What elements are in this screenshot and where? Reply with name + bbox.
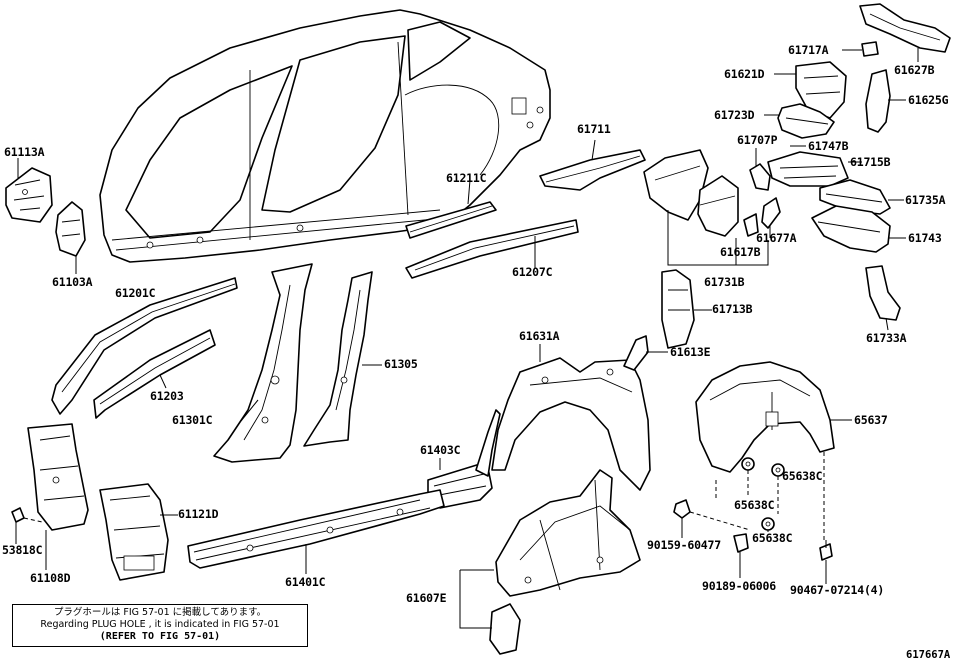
label-61723D: 61723D	[714, 108, 755, 122]
wheelhouse-61631A-drawing	[491, 344, 651, 491]
part-61627B-drawing	[859, 3, 951, 62]
label-65638C-2: 65638C	[782, 469, 823, 483]
label-65638C-1: 65638C	[734, 498, 775, 512]
roof-rail-61201C-drawing	[51, 277, 238, 415]
wheelhouse-61607E-drawing	[459, 469, 641, 655]
label-61715B: 61715B	[850, 155, 891, 169]
fasteners-drawing	[673, 457, 833, 584]
label-61677A: 61677A	[756, 231, 797, 245]
label-61607E: 61607E	[406, 591, 447, 605]
label-61627B: 61627B	[894, 63, 935, 77]
sill-61401C-drawing	[187, 489, 445, 574]
label-61731B: 61731B	[704, 275, 745, 289]
label-61617B: 61617B	[720, 245, 761, 259]
side-outer-panel-drawing	[99, 9, 551, 263]
label-61747B: 61747B	[808, 139, 849, 153]
pillar-61305-drawing	[303, 271, 382, 447]
label-61203: 61203	[150, 389, 184, 403]
part-61743-drawing	[811, 205, 906, 253]
liner-65637-drawing	[695, 361, 852, 540]
brackets-right-upper-drawing	[743, 145, 862, 238]
label-61121D: 61121D	[178, 507, 219, 521]
rail-61207C-drawing	[405, 219, 579, 279]
part-61723D-drawing	[764, 103, 835, 139]
bracket-61113A-drawing	[5, 158, 53, 223]
part-61621D-drawing	[774, 61, 847, 119]
bracket-61613E-drawing	[623, 335, 668, 371]
label-61301C: 61301C	[172, 413, 213, 427]
label-61211C: 61211C	[446, 171, 487, 185]
label-61625G: 61625G	[908, 93, 949, 107]
panel-61731B-drawing	[643, 149, 769, 266]
label-61733A: 61733A	[866, 331, 907, 345]
pillar-61121D-drawing	[99, 483, 178, 581]
figure-id: 617667A	[906, 649, 951, 661]
plug-hole-note: プラグホールは FIG 57-01 に掲載してあります。 Regarding P…	[12, 604, 308, 647]
label-61108D: 61108D	[30, 571, 71, 585]
label-61735A: 61735A	[905, 193, 946, 207]
label-61631A: 61631A	[519, 329, 560, 343]
pillar-61301C-drawing	[213, 263, 313, 463]
part-61717A-drawing	[842, 41, 879, 57]
label-61713B: 61713B	[712, 302, 753, 316]
label-61305: 61305	[384, 357, 418, 371]
label-90467-07214: 90467-07214(4)	[790, 583, 885, 597]
clip-53818C-drawing	[11, 507, 43, 544]
label-61743: 61743	[908, 231, 942, 245]
rail-61711-drawing	[539, 139, 646, 191]
part-61733A-drawing	[865, 265, 901, 331]
label-65638C-3: 65638C	[752, 531, 793, 545]
label-65637: 65637	[854, 413, 888, 427]
label-61401C: 61401C	[285, 575, 326, 589]
panel-61713B-drawing	[661, 269, 712, 349]
label-61103A: 61103A	[52, 275, 93, 289]
pillar-61108D-drawing	[27, 423, 89, 570]
note-english: Regarding PLUG HOLE , it is indicated in…	[40, 619, 280, 630]
part-61625G-drawing	[865, 69, 906, 133]
label-90189-06006: 90189-06006	[702, 579, 776, 593]
label-61403C: 61403C	[420, 443, 461, 457]
note-refer: (REFER TO FIG 57-01)	[99, 631, 221, 642]
bracket-61103A-drawing	[55, 201, 86, 274]
rail-61211C-drawing	[405, 179, 497, 239]
label-61613E: 61613E	[670, 345, 711, 359]
label-61113A: 61113A	[4, 145, 45, 159]
label-61621D: 61621D	[724, 67, 765, 81]
label-53818C: 53818C	[2, 543, 43, 557]
label-61201C: 61201C	[115, 286, 156, 300]
label-61711: 61711	[577, 122, 611, 136]
label-61717A: 61717A	[788, 43, 829, 57]
roof-rail-61203-drawing	[93, 329, 216, 419]
note-japanese: プラグホールは FIG 57-01 に掲載してあります。	[53, 607, 267, 618]
label-61207C: 61207C	[512, 265, 553, 279]
label-90159-60477: 90159-60477	[647, 538, 721, 552]
label-61707P: 61707P	[737, 133, 778, 147]
